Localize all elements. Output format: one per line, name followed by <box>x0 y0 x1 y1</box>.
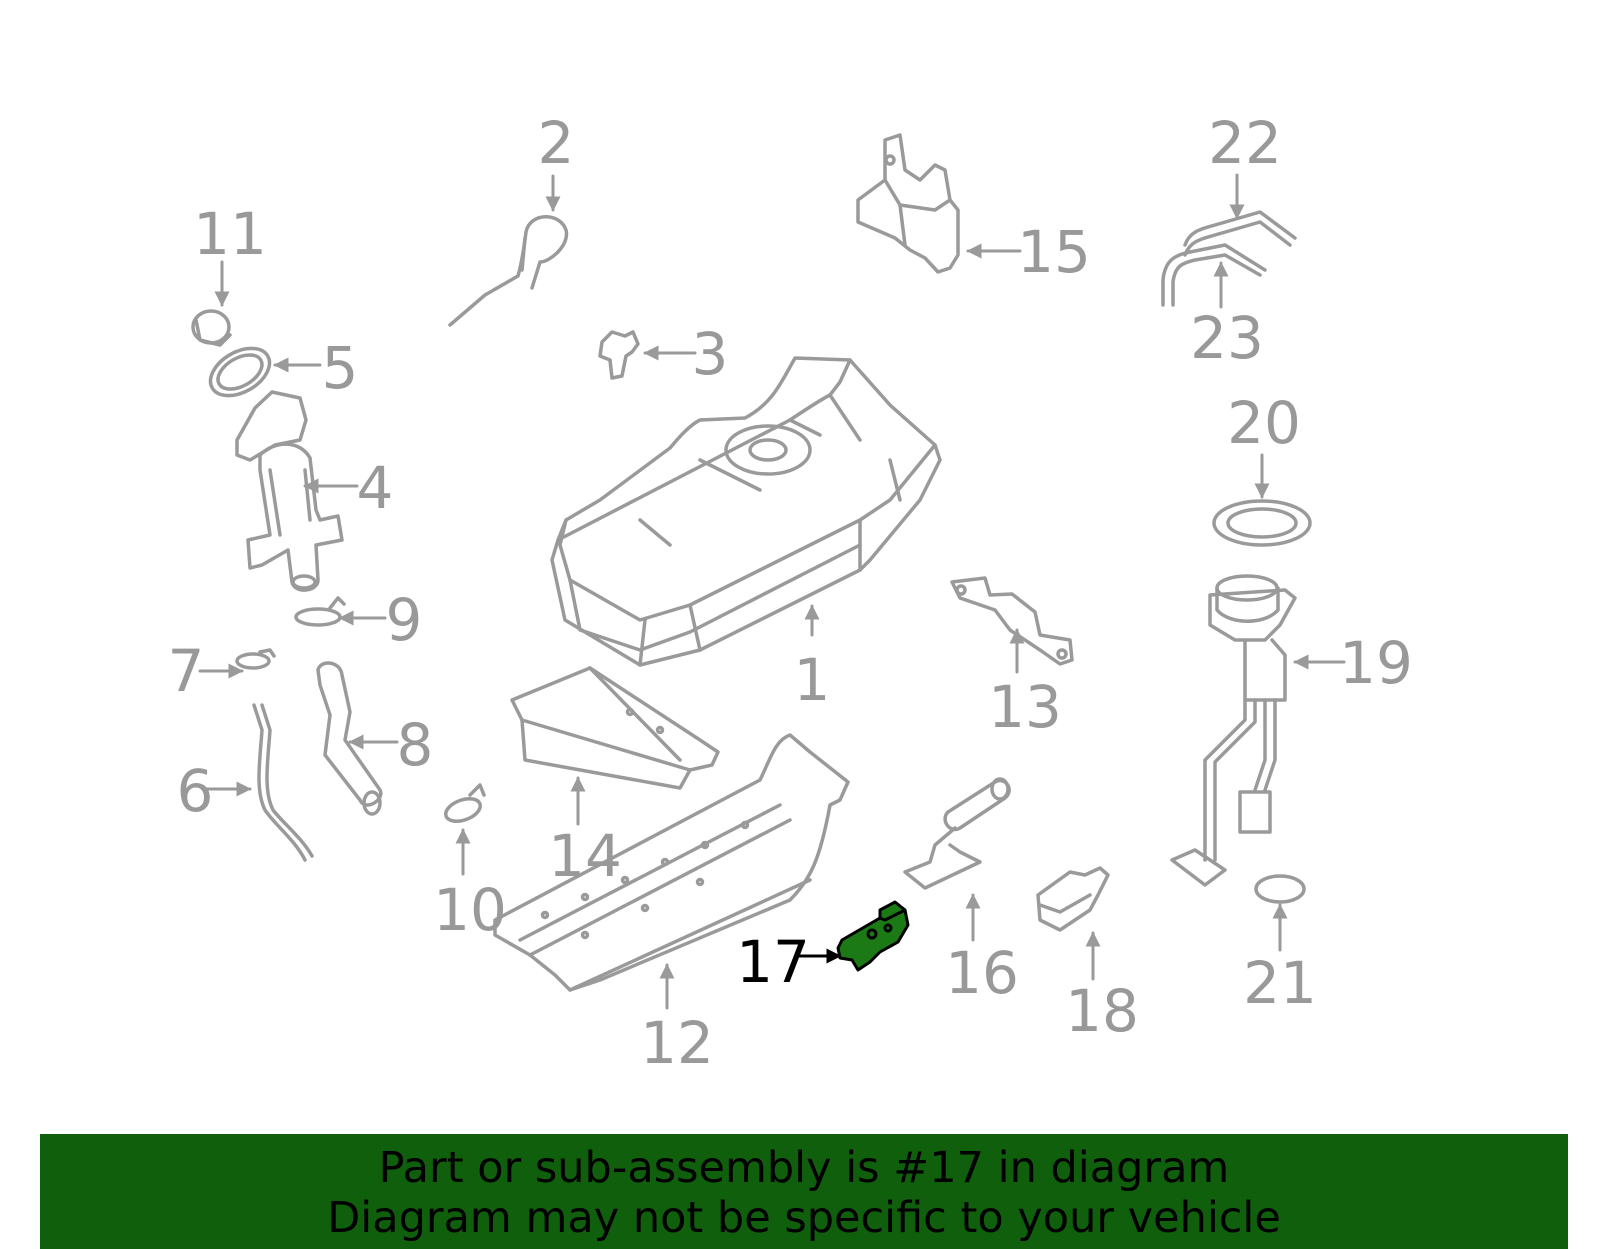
callout-11: 11 <box>193 200 267 268</box>
hose-8-part <box>316 661 383 816</box>
heat-shield-part <box>510 666 720 790</box>
callout-8: 8 <box>397 711 434 779</box>
gasket-part <box>1212 499 1312 547</box>
clamp-7-part <box>235 648 276 670</box>
callout-19: 19 <box>1339 629 1413 697</box>
callout-9: 9 <box>386 586 423 654</box>
bracket-15-part <box>856 133 960 274</box>
cap-part <box>191 309 232 347</box>
fuel-tank-part <box>550 356 942 667</box>
clamp-10-part <box>443 783 486 823</box>
callout-14: 14 <box>548 822 622 890</box>
banner-line-disclaimer: Diagram may not be specific to your vehi… <box>327 1193 1281 1243</box>
bracket-13-part <box>950 576 1074 666</box>
skid-plate-part <box>493 733 850 992</box>
filler-neck-part <box>235 390 344 592</box>
connector-part <box>1036 866 1110 932</box>
callout-20: 20 <box>1227 389 1301 457</box>
callout-3: 3 <box>692 320 729 388</box>
callout-15: 15 <box>1017 218 1091 286</box>
callout-12: 12 <box>640 1009 714 1077</box>
callout-10: 10 <box>433 876 507 944</box>
clamp-9-part <box>294 596 346 627</box>
callout-4: 4 <box>357 454 394 522</box>
callout-17-highlighted: 17 <box>736 928 810 996</box>
fuel-pump-module-part <box>1170 574 1297 887</box>
banner-line-part-number: Part or sub-assembly is #17 in diagram <box>378 1143 1230 1193</box>
callout-13: 13 <box>988 673 1062 741</box>
callout-2: 2 <box>538 109 575 177</box>
callout-16: 16 <box>945 939 1019 1007</box>
o-ring-21-part <box>1254 874 1306 904</box>
tube-22-part <box>1183 210 1297 257</box>
callout-7: 7 <box>168 637 205 705</box>
vent-tube-part <box>448 215 569 327</box>
hose-6-part <box>252 703 314 862</box>
callout-22: 22 <box>1208 109 1282 177</box>
fuel-pump-part <box>903 777 1011 890</box>
o-ring-part <box>208 346 272 398</box>
callout-5: 5 <box>322 334 359 402</box>
callout-23: 23 <box>1190 304 1264 372</box>
callout-21: 21 <box>1243 949 1317 1017</box>
highlighted-part-17 <box>836 900 910 972</box>
info-banner: Part or sub-assembly is #17 in diagram D… <box>40 1134 1568 1249</box>
callout-1: 1 <box>794 646 831 714</box>
callout-18: 18 <box>1065 977 1139 1045</box>
tube-23-part <box>1161 243 1267 307</box>
clip-part <box>598 330 640 380</box>
callout-6: 6 <box>177 757 214 825</box>
